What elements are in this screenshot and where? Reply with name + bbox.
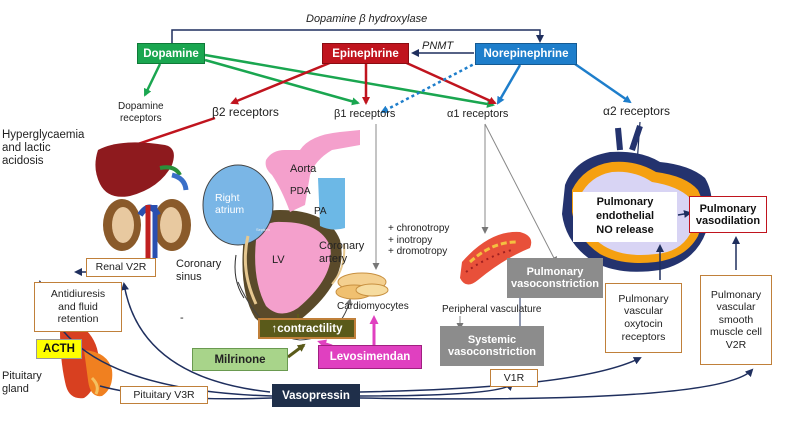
vasopressin-arrows [37,210,754,400]
contractility-box: ↑contractility [258,318,356,339]
alpha1-receptors-label: α1 receptors [447,108,509,120]
v1r-box: V1R [490,369,538,387]
norepinephrine-box: Norepinephrine [475,43,577,65]
cardiomyocytes-graphic [335,272,389,300]
coronary-artery-label: Coronary artery [319,240,365,265]
septum-label: Septum [256,227,270,232]
heart-graphic [202,130,360,329]
kidney-graphic [103,199,191,258]
beta1-receptors-label: β1 receptors [334,108,396,120]
dopamine-receptors-label: Dopamine receptors [118,101,164,124]
pulmonary-vasodilation-box: Pulmonary vasodilation [689,196,767,233]
beta2-receptors-label: β2 receptors [212,105,279,119]
pulmonary-oxytocin-box: Pulmonary vascular oxytocin receptors [605,283,682,353]
dash-mark: - [180,312,184,324]
renal-v2r-box: Renal V2R [86,258,156,277]
dbh-label: Dopamine β hydroxylase [306,13,428,25]
pulmonary-endothelial-box: Pulmonary endothelial NO release [573,192,677,242]
receptor-effect-arrows [372,123,557,330]
pulmonary-smooth-muscle-box: Pulmonary vascular smooth muscle cell V2… [700,275,772,365]
milrinone-arrow [287,343,306,359]
antidiuresis-box: Antidiuresis and fluid retention [34,282,122,332]
vessel-graphic [460,231,532,285]
beta1-effects-text: + chronotropy + inotropy + dromotropy [388,223,450,257]
pulmonary-vasoconstriction-box: Pulmonary vasoconstriction [507,258,603,298]
alpha2-receptors-label: α2 receptors [603,104,670,118]
cardiomyocytes-label: Cardiomyocytes [337,301,409,312]
dopamine-box: Dopamine [137,43,205,64]
systemic-vasoconstriction-box: Systemic vasoconstriction [440,326,544,366]
lv-label: LV [272,254,285,266]
aorta-label: Aorta [290,163,317,175]
pituitary-v3r-box: Pituitary V3R [120,386,208,404]
norepinephrine-arrows [380,60,632,114]
epinephrine-box: Epinephrine [322,43,409,64]
vasopressin-box: Vasopressin [272,384,360,407]
levosimendan-box: Levosimendan [318,345,422,369]
milrinone-box: Milrinone [192,348,288,371]
peripheral-vasculature-label: Peripheral vasculature [442,304,542,315]
pnmt-label: PNMT [422,40,454,52]
pa-label: PA [314,206,327,217]
dbh-arrow [171,29,544,44]
pda-label: PDA [290,186,311,197]
right-atrium-label: Right atrium [215,192,245,217]
coronary-sinus-label: Coronary sinus [176,258,222,283]
hyperglycaemia-label: Hyperglycaemia and lactic acidosis [2,129,85,168]
liver-graphic [95,142,189,197]
pituitary-gland-label: Pituitary gland [2,370,42,395]
acth-box: ACTH [36,339,82,359]
